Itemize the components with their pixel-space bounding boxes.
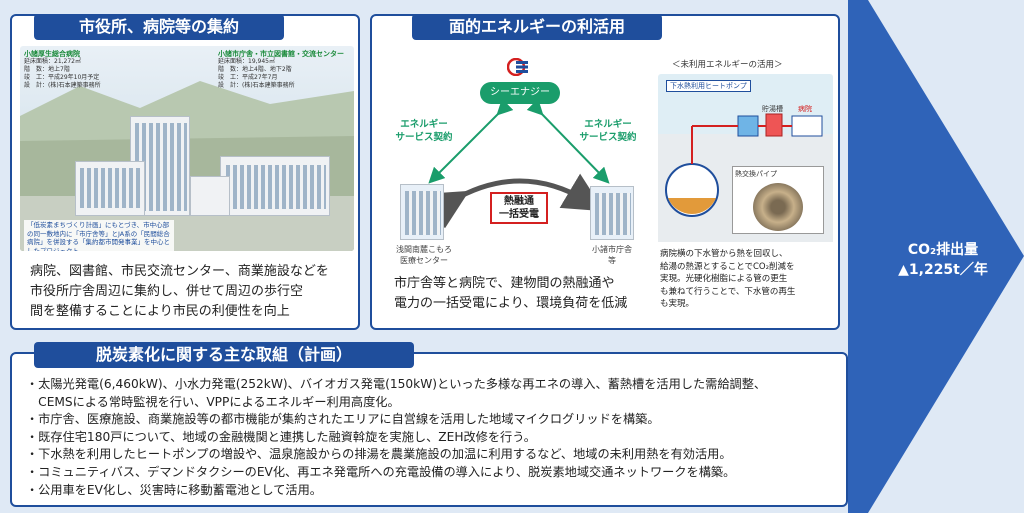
panel-title-area-energy: 面的エネルギーの利活用 — [412, 14, 662, 40]
contract-right-label: エネルギーサービス契約 — [579, 119, 637, 143]
energy-flow-arrows — [424, 98, 610, 229]
cenergy-logo-icon — [507, 58, 528, 76]
tank-label: 貯湯槽 — [762, 105, 783, 113]
list-item: ・公用車をEV化し、災害時に移動蓄電池として活用。 — [26, 482, 322, 497]
medical-center-icon — [400, 184, 444, 240]
cityhall-building — [220, 156, 330, 216]
heatpump-label: 下水熱利用ヒートポンプ — [666, 80, 751, 92]
medical-center-label: 浅間南麓こもろ医療センター — [396, 245, 452, 265]
sewer-heat-description: 病院横の下水管から熱を回収し、 給湯の熱源とすることでCO₂削減を 実現。光硬化… — [660, 249, 796, 309]
hospital-annex — [75, 161, 145, 216]
result-arrow — [848, 0, 1024, 513]
building-rendering: 小諸厚生総合病院 延床面積：21,272㎡ 階 数：地上7階 竣 工：平成29年… — [20, 46, 354, 251]
list-item: ・既存住宅180戸について、地域の金融機関と連携した融資斡旋を実施し、ZEH改修… — [26, 429, 536, 444]
cityhall-label: 小諸市庁舎等 — [592, 245, 632, 265]
panel-decarbonization: 脱炭素化に関する主な取組（計画） ・太陽光発電(6,460kW)、小水力発電(2… — [10, 342, 848, 507]
area-energy-description: 市庁舎等と病院で、建物間の熱融通や 電力の一括受電により、環境負荷を低減 — [394, 276, 628, 311]
hospital-info: 小諸厚生総合病院 延床面積：21,272㎡ 階 数：地上7階 竣 工：平成29年… — [24, 50, 101, 89]
list-item: ・市庁舎、医療施設、商業施設等の都市機能が集約されたエリアに自営線を活用した地域… — [26, 412, 660, 427]
cityhall-icon — [590, 186, 634, 240]
cityhall-info: 小諸市庁舎・市立図書館・交流センター 延床面積：19,945㎡ 階 数：地上4階… — [218, 50, 344, 89]
initiatives-list: ・太陽光発電(6,460kW)、小水力発電(252kW)、バイオガス発電(150… — [26, 376, 766, 499]
list-item: CEMSによる常時監視を行い、VPPによるエネルギー利用高度化。 — [26, 394, 400, 409]
panel-title-consolidation: 市役所、病院等の集約 — [34, 14, 284, 40]
co2-value: ▲1,225t／年 — [898, 262, 988, 278]
list-item: ・太陽光発電(6,460kW)、小水力発電(252kW)、バイオガス発電(150… — [26, 377, 767, 391]
panel-title-decarbonization: 脱炭素化に関する主な取組（計画） — [34, 342, 414, 368]
list-item: ・下水熱を利用したヒートポンプの増設や、温泉施設からの排湯を農業施設の加温に利用… — [26, 447, 732, 462]
list-item: ・コミュニティバス、デマンドタクシーのEV化、再エネ発電所への充電設備の導入によ… — [26, 464, 736, 479]
project-note: 「低炭素まちづくり計画」にもとづき、市中心部の同一敷地内に「市庁舎等」とJA系の… — [24, 220, 174, 251]
panel-area-energy: 面的エネルギーの利活用 シーエナジー エネルギーサービス契約 エネルギーサービス… — [370, 14, 840, 330]
co2-result: CO₂排出量 ▲1,225t／年 — [868, 240, 1018, 280]
consolidation-description: 病院、図書館、市民交流センター、商業施設などを 市役所庁舎周辺に集約し、併せて周… — [30, 264, 329, 319]
co2-label: CO₂排出量 — [907, 242, 979, 258]
heat-power-box: 熱融通一括受電 — [490, 192, 548, 224]
library-building — [190, 176, 230, 216]
cenergy-node: シーエナジー — [480, 82, 560, 104]
unused-energy-title: ＜未利用エネルギーの活用＞ — [672, 60, 783, 70]
panel-consolidation: 市役所、病院等の集約 小諸厚生総合病院 延床面積：21,272㎡ 階 数：地上7… — [10, 14, 360, 330]
contract-left-label: エネルギーサービス契約 — [395, 119, 453, 143]
heat-exchange-pipe-photo: 熱交換パイプ — [732, 166, 824, 234]
hospital-small-label: 病院 — [798, 105, 812, 113]
sewer-heat-diagram: 下水熱利用ヒートポンプ 貯湯槽 病院 熱交換パイプ — [658, 74, 833, 242]
